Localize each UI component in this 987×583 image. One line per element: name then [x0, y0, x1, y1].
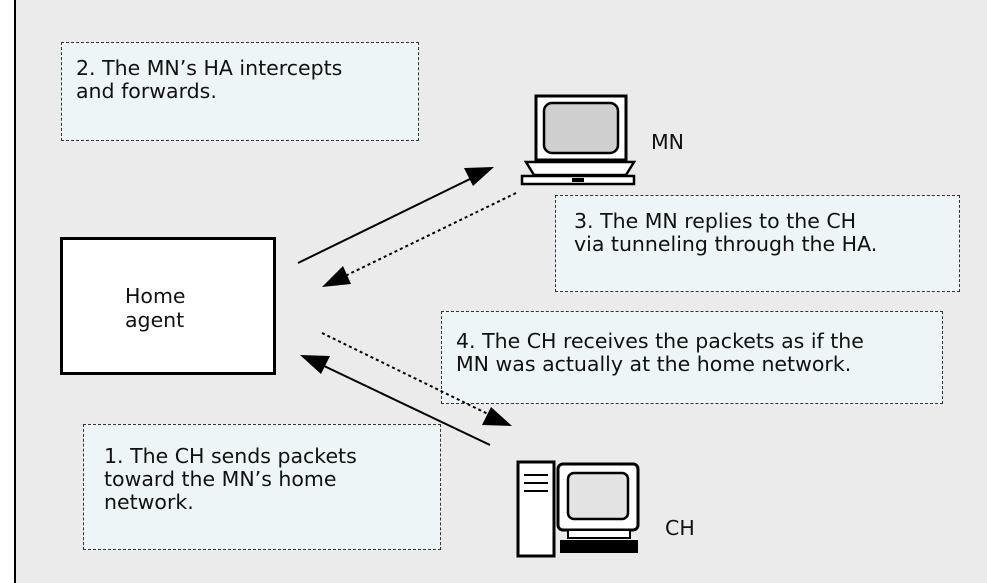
home-agent-label: Home agent	[125, 284, 186, 332]
note-step-2-line-2: and forwards.	[76, 79, 217, 103]
ch-label: CH	[665, 516, 695, 540]
note-step-3-line-2: via tunneling through the HA.	[574, 232, 878, 256]
note-step-1: 1. The CH sends packets toward the MN’s …	[83, 424, 441, 550]
arrow-ha-to-ch	[321, 332, 512, 426]
home-agent-label-line-2: agent	[125, 308, 185, 332]
note-step-1-line-3: network.	[104, 490, 194, 514]
home-agent-box	[60, 237, 276, 375]
note-step-3-line-1: 3. The MN replies to the CH	[574, 209, 857, 233]
note-step-2-line-1: 2. The MN’s HA intercepts	[76, 56, 343, 80]
note-step-1-line-1: 1. The CH sends packets	[104, 444, 357, 468]
note-step-2: 2. The MN’s HA intercepts and forwards.	[61, 42, 419, 141]
note-step-4: 4. The CH receives the packets as if the…	[441, 311, 943, 404]
arrow-mn-to-ha-tunnel	[322, 192, 517, 287]
arrow-ch-to-ha	[300, 355, 491, 446]
note-step-3: 3. The MN replies to the CH via tunnelin…	[555, 195, 960, 292]
note-step-4-line-1: 4. The CH receives the packets as if the	[456, 329, 864, 353]
desktop-computer-icon	[516, 460, 640, 558]
laptop-icon	[520, 94, 637, 186]
mn-label: MN	[651, 130, 685, 154]
note-step-1-line-2: toward the MN’s home	[104, 467, 337, 491]
home-agent-label-line-1: Home	[125, 284, 186, 308]
arrow-ha-to-mn	[297, 167, 494, 264]
frame-border	[14, 0, 16, 583]
note-step-4-line-2: MN was actually at the home network.	[456, 352, 852, 376]
